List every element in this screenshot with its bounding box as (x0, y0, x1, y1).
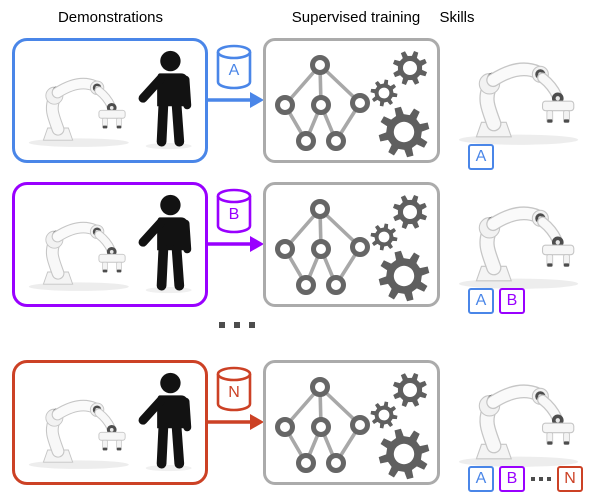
pipeline-row-a: A A (0, 38, 602, 178)
skill-robot-icon-b (447, 182, 593, 291)
skill-chip-label: N (564, 470, 576, 487)
human-figure-icon (135, 194, 197, 294)
network-gears-icon (266, 185, 437, 304)
ellipsis-dot (539, 477, 543, 481)
skill-chips-n: A B N (468, 466, 583, 492)
skill-chip-label: A (475, 148, 487, 165)
ellipsis-dot (234, 322, 240, 328)
robot-arm-icon (19, 379, 141, 471)
ellipsis-dot (249, 322, 255, 328)
robot-arm-icon (19, 57, 141, 149)
dataset-cylinder-icon-a: A (216, 44, 252, 90)
ellipsis-dot (219, 322, 225, 328)
robot-arm-icon (19, 201, 141, 293)
column-title-demonstrations: Demonstrations (57, 9, 164, 26)
training-box-n (263, 360, 440, 485)
skill-chip-label: B (506, 470, 518, 487)
skill-chips-a: A (468, 144, 494, 170)
network-gears-icon (266, 363, 437, 482)
demonstration-box-n (12, 360, 208, 485)
pipeline-row-b: B A B (0, 182, 602, 322)
human-figure-icon (135, 50, 197, 150)
flow-arrow-icon-b (206, 236, 264, 252)
skill-chip-a: A (468, 466, 494, 492)
skill-robot-icon-a (447, 38, 593, 147)
demonstration-box-b (12, 182, 208, 307)
skill-chip-b: B (499, 466, 525, 492)
ellipsis-dot (547, 477, 551, 481)
network-gears-icon (266, 41, 437, 160)
human-figure-icon (135, 372, 197, 472)
skill-chip-label: A (475, 292, 487, 309)
flow-arrow-icon-a (206, 92, 264, 108)
ellipsis-dot (531, 477, 535, 481)
training-box-a (263, 38, 440, 163)
dataset-label-b: B (229, 206, 240, 223)
skill-chip-label: B (506, 292, 518, 309)
skill-chip-a: A (468, 144, 494, 170)
flow-arrow-icon-n (206, 414, 264, 430)
demonstration-box-a (12, 38, 208, 163)
skill-chips-b: A B (468, 288, 525, 314)
dataset-label-n: N (228, 384, 240, 401)
column-title-supervised-training: Supervised training (291, 9, 421, 26)
column-title-skills: Skills (439, 9, 475, 26)
dataset-cylinder-icon-b: B (216, 188, 252, 234)
dataset-label-a: A (229, 62, 240, 79)
dataset-cylinder-icon-n: N (216, 366, 252, 412)
row-ellipsis (219, 322, 255, 328)
skills-ellipsis (530, 477, 552, 481)
skill-robot-icon-n (447, 360, 593, 469)
training-box-b (263, 182, 440, 307)
pipeline-row-n: N A B N (0, 360, 602, 500)
skill-chip-n: N (557, 466, 583, 492)
skill-chip-b: B (499, 288, 525, 314)
skill-chip-a: A (468, 288, 494, 314)
skill-chip-label: A (475, 470, 487, 487)
